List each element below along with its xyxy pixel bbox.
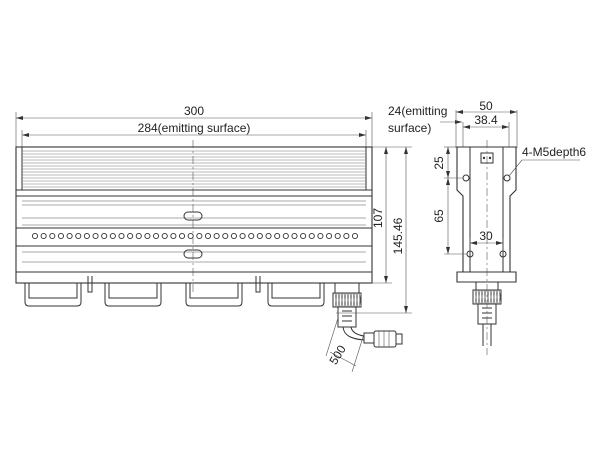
dim-145-label: 145.46 xyxy=(391,217,405,254)
dim-50-label: 50 xyxy=(479,99,493,113)
led-dot xyxy=(118,232,125,240)
led-dot xyxy=(291,232,298,240)
led-dot xyxy=(75,232,82,240)
led-dot xyxy=(92,232,99,240)
dim-24-label-line1: 24(emitting xyxy=(388,104,447,118)
led-dot xyxy=(282,232,289,240)
led-dot xyxy=(204,232,212,240)
led-dot xyxy=(334,232,341,240)
side-view: 24(emitting surface) 50 38.4 xyxy=(388,99,586,355)
led-dot xyxy=(83,232,90,240)
led-dot xyxy=(274,232,281,240)
led-dot xyxy=(213,232,220,240)
dim-heights: 107 145.46 xyxy=(336,146,412,314)
led-dot xyxy=(343,232,350,240)
led-dot xyxy=(57,232,64,240)
cable-connector-front xyxy=(332,282,403,348)
led-dot xyxy=(178,232,186,240)
dim-284-label: 284(emitting surface) xyxy=(138,121,251,135)
led-dot xyxy=(326,232,333,240)
dim-65-label: 65 xyxy=(432,209,446,223)
housing-outline xyxy=(15,146,373,284)
led-dot xyxy=(239,232,246,240)
led-dot xyxy=(317,232,324,240)
led-dot xyxy=(66,232,73,240)
bottom-brackets xyxy=(24,276,325,307)
led-dot xyxy=(196,232,203,240)
side-housing xyxy=(456,146,517,283)
dim-emitting-length: 284(emitting surface) xyxy=(21,121,367,148)
dim-300-label: 300 xyxy=(184,104,204,118)
mount-holes-label: 4-M5depth6 xyxy=(522,145,586,159)
heatsink-fins xyxy=(22,150,366,188)
led-dot xyxy=(135,232,142,240)
led-dot xyxy=(265,232,272,240)
dim-25-label: 25 xyxy=(432,156,446,170)
led-dot xyxy=(144,232,151,240)
led-dot xyxy=(101,232,108,240)
led-dot xyxy=(308,232,315,240)
led-dot xyxy=(153,232,160,240)
dim-500-label: 500 xyxy=(326,342,349,367)
led-dot xyxy=(248,232,255,240)
dim-overall-length: 300 xyxy=(15,104,373,148)
led-dot xyxy=(40,232,47,240)
led-dot xyxy=(351,232,359,240)
dim-107-label: 107 xyxy=(371,208,385,228)
led-dot xyxy=(127,232,134,240)
led-dot xyxy=(109,232,116,240)
led-dot xyxy=(49,232,56,240)
dim-24-label-line2: surface) xyxy=(388,121,431,135)
led-dot xyxy=(161,232,168,240)
dim-cable-length: 500 xyxy=(325,317,365,373)
led-dot xyxy=(300,232,307,240)
led-dot xyxy=(170,232,177,240)
front-view: 300 284(emitting surface) xyxy=(15,104,412,373)
led-dot xyxy=(256,232,263,240)
led-row xyxy=(31,232,359,240)
led-dot xyxy=(31,232,39,240)
led-dot xyxy=(222,232,229,240)
dim-30-label: 30 xyxy=(479,229,493,243)
led-dot xyxy=(230,232,237,240)
dim-38-label: 38.4 xyxy=(474,113,498,127)
